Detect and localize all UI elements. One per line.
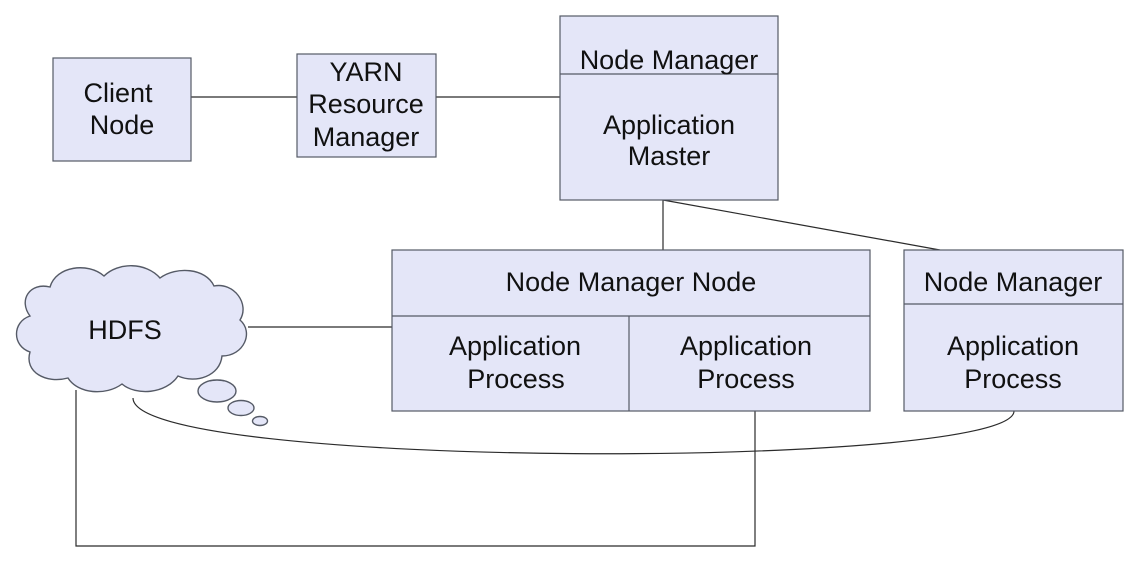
node-manager-right-box: Node Manager Application Process [903, 249, 1124, 412]
client-node-box: Client Node [52, 57, 192, 162]
app-process-far-right-line2: Process [964, 364, 1062, 394]
connector-master-nmright [662, 199, 941, 251]
yarn-rm-label-line3: Manager [313, 122, 420, 152]
thought-bubble-medium [227, 399, 255, 417]
thought-bubble-large [197, 379, 237, 403]
node-manager-right-header: Node Manager [924, 267, 1103, 297]
hdfs-label: HDFS [88, 315, 162, 345]
app-process-left-line1: Application [449, 331, 581, 361]
client-node-label-line2: Node [90, 110, 155, 140]
yarn-resource-manager-box: YARN Resource Manager [296, 53, 437, 158]
node-manager-top-header: Node Manager [580, 45, 759, 75]
app-process-left-line2: Process [467, 364, 565, 394]
thought-bubble-small [251, 415, 269, 427]
application-master-line1: Application [603, 110, 735, 140]
node-manager-master-box: Node Manager Application Master [559, 15, 779, 201]
connector-hdfs-curve [132, 397, 1015, 455]
app-process-right-line2: Process [697, 364, 795, 394]
app-process-far-right-line1: Application [947, 331, 1079, 361]
yarn-rm-label-line2: Resource [308, 89, 424, 119]
yarn-rm-label-line1: YARN [329, 57, 402, 87]
hdfs-cloud: HDFS [15, 265, 269, 427]
connector-hdfs-process-loop [75, 390, 756, 547]
node-manager-node-header: Node Manager Node [506, 267, 757, 297]
node-manager-node-box: Node Manager Node Application Process Ap… [391, 249, 871, 412]
client-node-label-line1: Client [83, 78, 153, 108]
cloud-icon [15, 265, 248, 393]
app-process-right-line1: Application [680, 331, 812, 361]
application-master-line2: Master [628, 141, 711, 171]
